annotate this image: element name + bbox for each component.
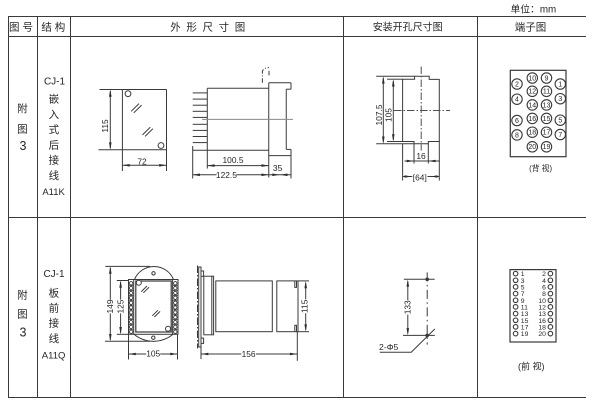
- svg-text:15: 15: [521, 318, 529, 325]
- svg-text:4: 4: [515, 97, 519, 104]
- svg-text:105: 105: [146, 349, 160, 359]
- svg-text:2-Φ5: 2-Φ5: [379, 342, 398, 352]
- svg-text:3: 3: [20, 139, 27, 153]
- svg-text:10: 10: [528, 75, 536, 82]
- svg-text:12: 12: [528, 89, 536, 96]
- svg-text:16: 16: [528, 116, 536, 123]
- svg-text:7: 7: [521, 291, 525, 298]
- svg-text:3: 3: [558, 96, 562, 103]
- svg-text:1: 1: [521, 271, 525, 278]
- svg-text:嵌: 嵌: [49, 94, 60, 106]
- svg-text:2: 2: [515, 81, 519, 88]
- svg-text:20: 20: [538, 331, 546, 338]
- svg-text:结 构: 结 构: [41, 20, 65, 33]
- svg-text:线: 线: [49, 332, 60, 345]
- svg-text:3: 3: [20, 326, 27, 340]
- svg-text:149: 149: [105, 299, 115, 313]
- svg-text:9: 9: [545, 75, 549, 82]
- svg-text:板: 板: [49, 286, 60, 299]
- svg-text:122.5: 122.5: [216, 170, 237, 180]
- svg-text:A11K: A11K: [42, 187, 65, 198]
- svg-text:16: 16: [538, 318, 546, 325]
- svg-text:2: 2: [542, 271, 546, 278]
- svg-text:8: 8: [515, 132, 519, 139]
- svg-text:19: 19: [543, 144, 551, 151]
- svg-text:14: 14: [528, 102, 536, 109]
- svg-text:11: 11: [521, 304, 528, 311]
- svg-text:19: 19: [521, 331, 529, 338]
- svg-text:72: 72: [137, 157, 147, 167]
- svg-text:11: 11: [543, 89, 550, 96]
- svg-text:式: 式: [49, 123, 60, 136]
- svg-text:6: 6: [542, 284, 546, 291]
- svg-text:(背 视): (背 视): [529, 163, 552, 173]
- svg-text:13: 13: [521, 311, 529, 318]
- svg-text:17: 17: [543, 130, 551, 137]
- svg-text:125: 125: [115, 299, 125, 313]
- svg-text:图 号: 图 号: [9, 21, 33, 33]
- svg-text:13: 13: [543, 102, 551, 109]
- svg-text:图: 图: [17, 124, 28, 136]
- svg-text:18: 18: [528, 130, 536, 137]
- svg-text:156: 156: [242, 349, 256, 359]
- svg-text:前: 前: [49, 302, 60, 315]
- svg-text:6: 6: [515, 118, 519, 125]
- svg-text:16: 16: [416, 151, 426, 161]
- svg-text:20: 20: [528, 144, 536, 151]
- svg-text:4: 4: [542, 278, 546, 285]
- svg-text:100.5: 100.5: [223, 155, 244, 165]
- svg-text:35: 35: [273, 163, 283, 173]
- svg-text:107.5: 107.5: [374, 104, 384, 125]
- svg-text:9: 9: [521, 298, 525, 305]
- svg-text:1: 1: [558, 81, 562, 88]
- svg-text:安装开孔尺寸图: 安装开孔尺寸图: [373, 20, 443, 33]
- svg-text:115: 115: [300, 299, 310, 313]
- svg-text:8: 8: [542, 291, 546, 298]
- svg-text:接: 接: [49, 154, 60, 167]
- svg-text:单位：mm: 单位：mm: [510, 3, 556, 16]
- svg-text:CJ-1: CJ-1: [43, 269, 65, 280]
- svg-text:接: 接: [49, 317, 60, 330]
- svg-text:15: 15: [543, 116, 551, 123]
- svg-text:5: 5: [521, 284, 525, 291]
- svg-text:后: 后: [49, 139, 60, 151]
- svg-text:7: 7: [558, 132, 562, 139]
- svg-text:10: 10: [538, 298, 546, 305]
- svg-text:图: 图: [17, 309, 28, 321]
- svg-text:12: 12: [538, 304, 546, 311]
- svg-text:附: 附: [17, 102, 28, 115]
- svg-text:外 形 尺 寸 图: 外 形 尺 寸 图: [170, 20, 245, 33]
- svg-text:端子图: 端子图: [515, 20, 547, 33]
- svg-text:3: 3: [521, 278, 525, 285]
- svg-text:线: 线: [49, 169, 60, 182]
- svg-text:115: 115: [100, 119, 110, 133]
- svg-text:附: 附: [17, 289, 28, 302]
- svg-text:CJ-1: CJ-1: [44, 76, 66, 87]
- svg-text:A11Q: A11Q: [42, 350, 66, 361]
- svg-text:18: 18: [538, 324, 546, 331]
- svg-text:[64]: [64]: [413, 172, 427, 182]
- svg-text:13: 13: [538, 311, 546, 318]
- svg-text:5: 5: [558, 118, 562, 125]
- svg-text:133: 133: [402, 300, 412, 314]
- svg-text:17: 17: [521, 324, 529, 331]
- svg-text:(前 视): (前 视): [518, 361, 545, 372]
- svg-text:105: 105: [383, 108, 393, 122]
- svg-text:入: 入: [49, 109, 60, 121]
